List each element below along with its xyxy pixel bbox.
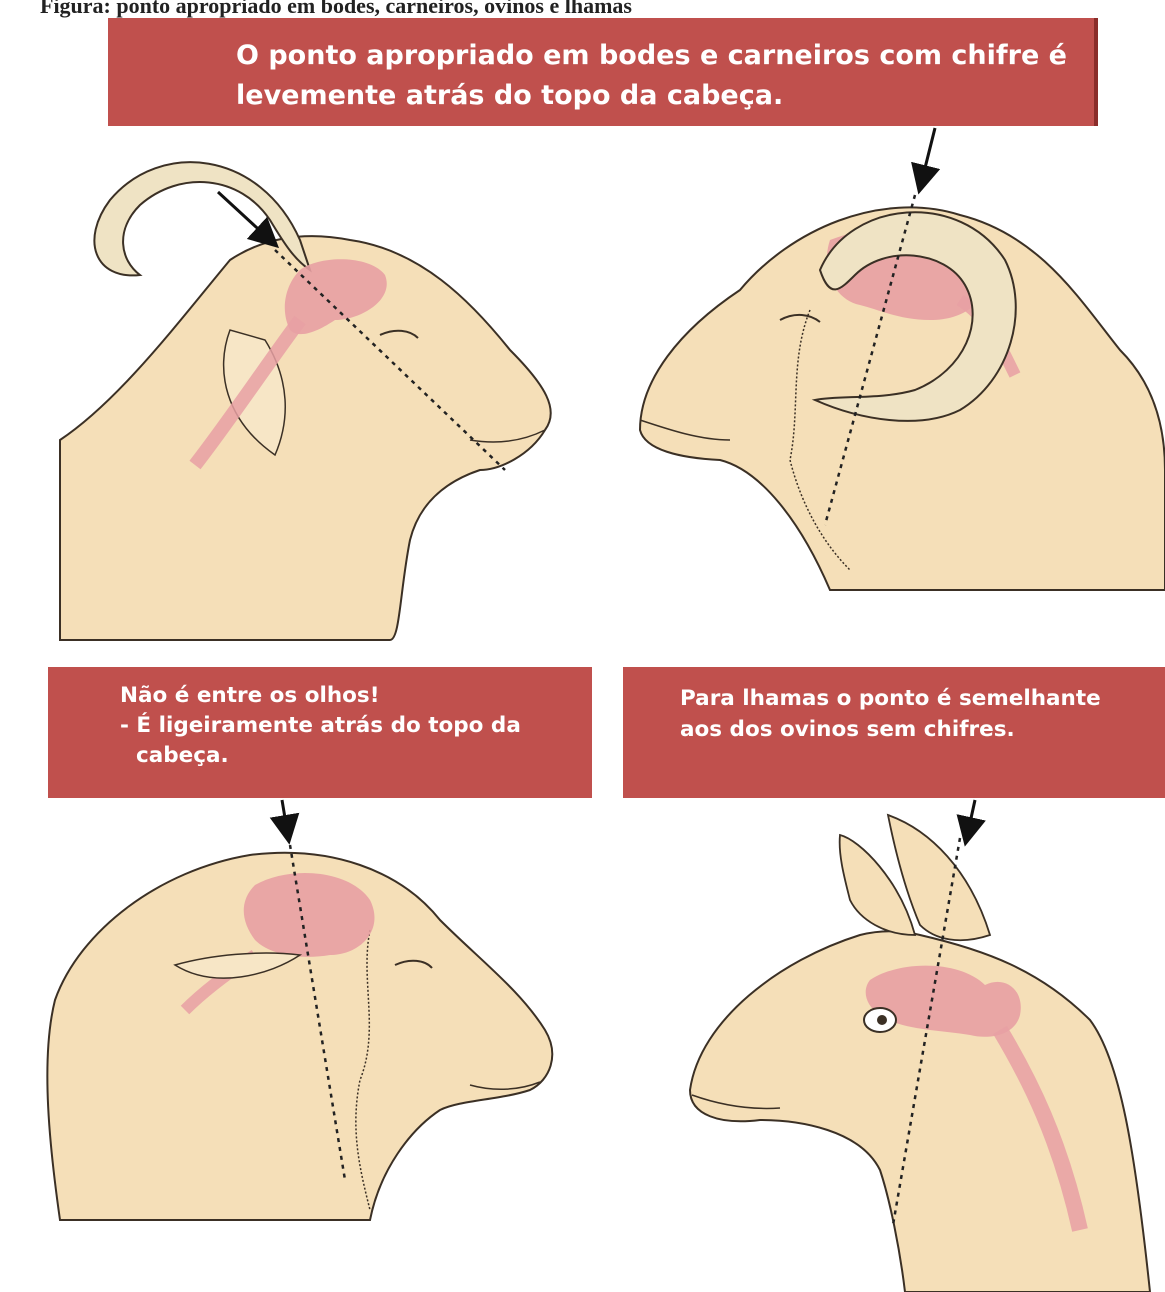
label-bottom-right-line-1: Para lhamas o ponto é semelhante [680, 683, 1165, 714]
llama-head-illustration [690, 800, 1150, 1292]
label-top: O ponto apropriado em bodes e carneiros … [108, 18, 1098, 126]
label-bottom-right-line-2: aos dos ovinos sem chifres. [680, 714, 1165, 745]
label-bottom-left-line-3: cabeça. [120, 741, 592, 771]
label-bottom-right: Para lhamas o ponto é semelhante aos dos… [623, 667, 1165, 798]
label-bottom-left-line-1: Não é entre os olhos! [120, 681, 592, 711]
label-top-line-1: O ponto apropriado em bodes e carneiros … [236, 36, 1098, 76]
label-bottom-left: Não é entre os olhos! - É ligeiramente a… [48, 667, 592, 798]
label-bottom-left-line-2: - É ligeiramente atrás do topo da [120, 711, 592, 741]
ram-head-illustration [640, 128, 1165, 590]
sheep-head-illustration [47, 800, 552, 1220]
label-top-line-2: levemente atrás do topo da cabeça. [236, 76, 1098, 116]
goat-head-illustration [60, 162, 551, 640]
